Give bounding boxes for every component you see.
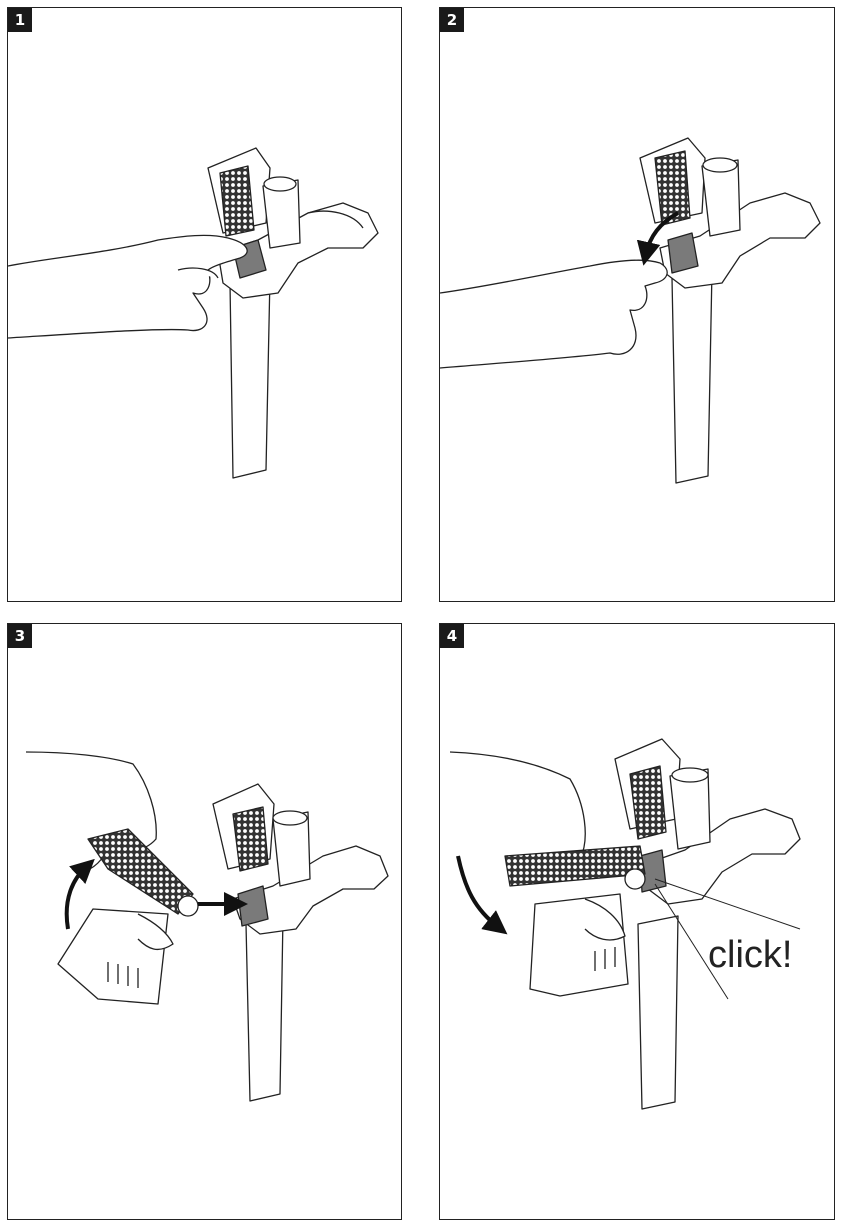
rotate-up-arrow: [67, 867, 86, 929]
hand: [8, 235, 247, 338]
hand: [440, 260, 667, 368]
holder-arm: [645, 809, 800, 904]
cartridge-top: [672, 768, 708, 782]
rotate-down-arrow: [458, 856, 498, 927]
filter-cartridge: [233, 807, 268, 871]
step-panel-2: 2: [439, 7, 835, 602]
step-panel-3: 3: [7, 623, 402, 1220]
cartridge-top: [264, 177, 296, 191]
cartridge-top: [703, 158, 737, 172]
step-panel-1: 1: [7, 7, 402, 602]
gun-nozzle: [625, 869, 645, 889]
stand-pole: [230, 276, 270, 478]
filter-cartridge: [655, 151, 690, 225]
step-panel-4: 4 click!: [439, 623, 835, 1220]
cartridge-top: [273, 811, 307, 825]
step-4-illustration: [440, 624, 835, 1220]
spray-gun-body: [88, 829, 193, 914]
gun-nozzle: [178, 896, 198, 916]
step-2-illustration: [440, 8, 835, 602]
filter-cartridge: [220, 166, 254, 236]
stand-pole: [638, 916, 678, 1109]
click-annotation: click!: [708, 934, 792, 977]
release-lever: [668, 233, 698, 273]
stand-pole: [246, 916, 283, 1101]
stand-pole: [672, 270, 712, 483]
mount-socket: [238, 886, 268, 926]
step-1-illustration: [8, 8, 402, 602]
step-3-illustration: [8, 624, 402, 1220]
hand: [450, 752, 585, 868]
paint-cup: [530, 894, 628, 996]
